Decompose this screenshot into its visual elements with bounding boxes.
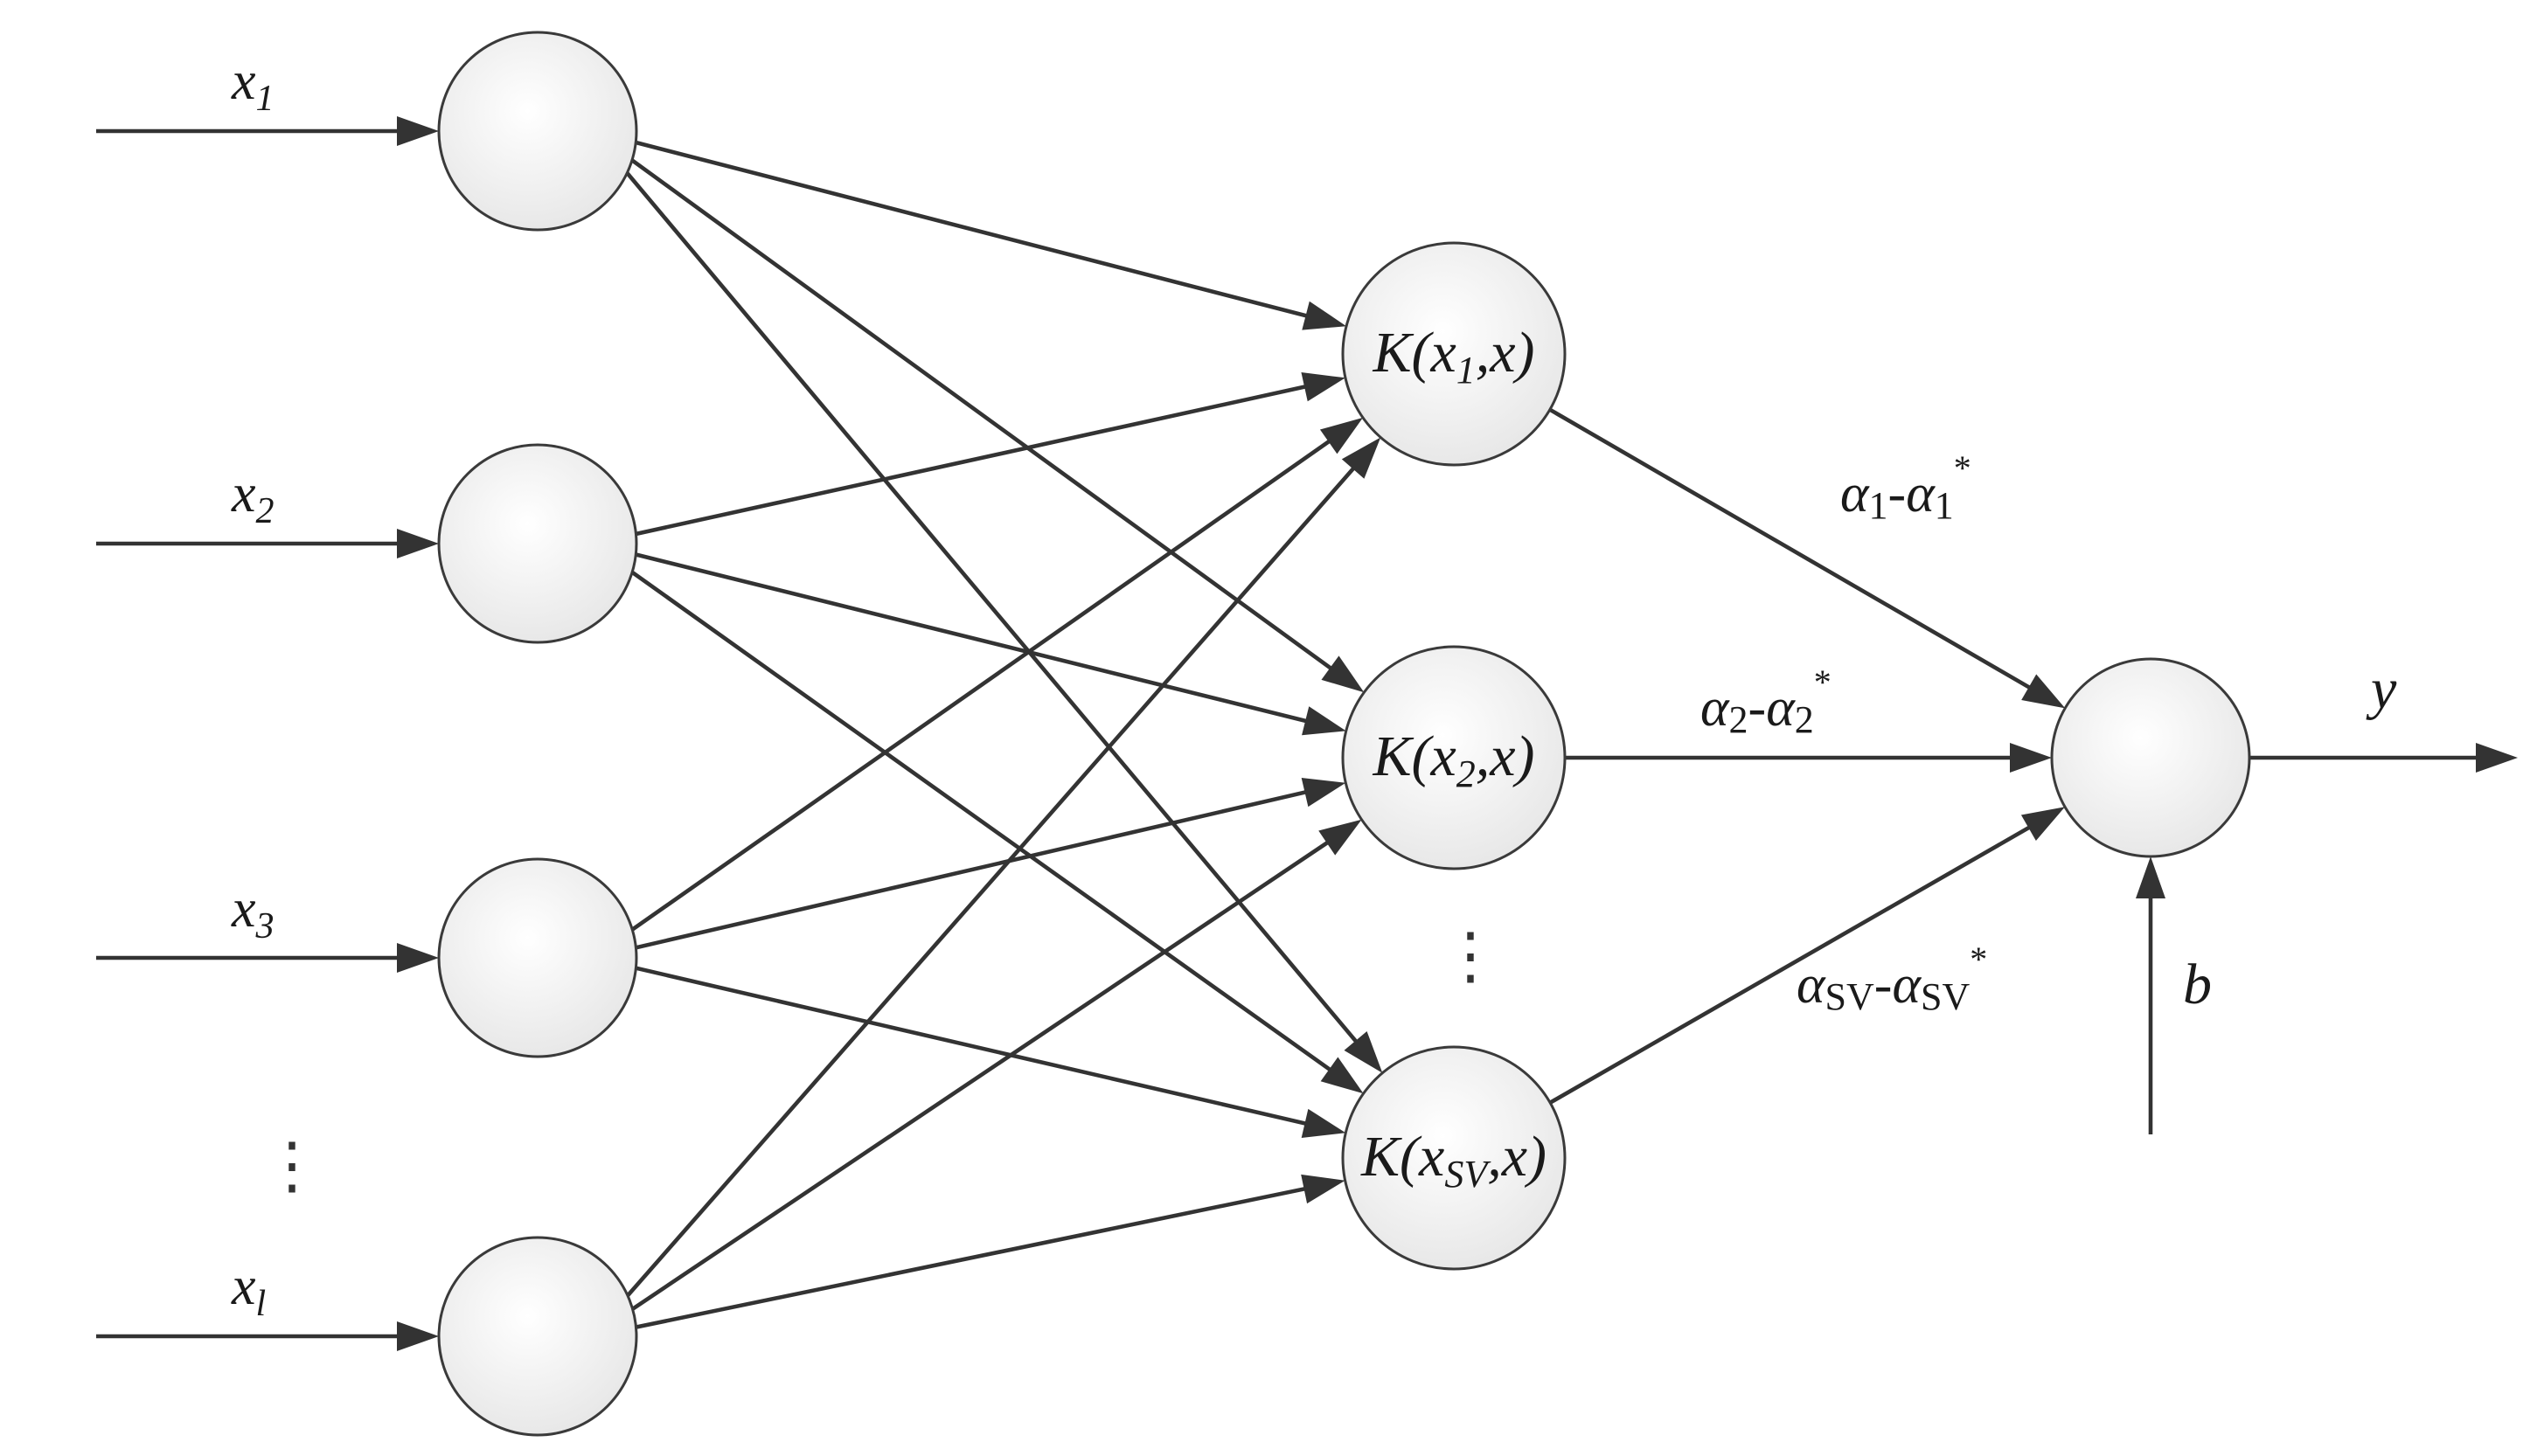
edge-input-1-kernel-3 — [590, 129, 1380, 1070]
edge-input-3-kernel-3 — [591, 955, 1340, 1134]
kernel-node-2 — [1341, 645, 1567, 870]
kernel-label-sv: K(xSV,x) — [1360, 1125, 1547, 1196]
input-layer — [437, 31, 638, 1437]
weight-label-2: α2-α2* — [1700, 662, 1832, 741]
edge-input-1-kernel-1 — [591, 128, 1340, 327]
input-node-l — [437, 1236, 638, 1437]
kernel-label-2: K(x2,x) — [1372, 725, 1534, 795]
edge-input-2-kernel-3 — [590, 542, 1359, 1092]
arrowhead-input-1-kernel-2 — [1321, 655, 1365, 693]
input-label-x3: x3 — [231, 879, 275, 946]
kernel-ellipsis: ⋮ — [1439, 921, 1502, 991]
edge-input-4-kernel-2 — [590, 822, 1358, 1338]
kernel-label-1: K(x1,x) — [1372, 321, 1534, 392]
edge-input-4-kernel-1 — [590, 440, 1378, 1338]
arrowhead-input-3-kernel-2 — [1301, 778, 1346, 808]
arrowhead-input-1-kernel-1 — [1302, 301, 1347, 330]
input-arrowhead-4 — [397, 1321, 439, 1351]
kernel-node-sv — [1341, 1045, 1567, 1271]
arrowhead-input-2-kernel-1 — [1301, 372, 1345, 402]
arrowhead-input-2-kernel-2 — [1302, 706, 1346, 736]
kernel-node-1 — [1341, 241, 1567, 467]
output-label-y: y — [2366, 657, 2397, 721]
bias-label-b: b — [2183, 953, 2212, 1016]
arrowhead-input-4-kernel-3 — [1301, 1174, 1345, 1204]
weight-label-1: α1-α1* — [1840, 448, 1971, 527]
input-label-xl: xl — [231, 1257, 266, 1324]
input-node-2 — [437, 443, 638, 644]
input-labels: x1 x2 x3 xl — [231, 52, 275, 1324]
input-arrowhead-3 — [397, 943, 439, 973]
arrowhead-kernel-3-output — [2020, 807, 2066, 841]
input-label-x2: x2 — [231, 464, 275, 531]
arrowhead-input-1-kernel-3 — [1344, 1031, 1383, 1073]
weight-label-sv: αSV-αSV* — [1797, 939, 1987, 1018]
edge-input-2-kernel-2 — [591, 541, 1340, 731]
output-arrowhead — [2476, 743, 2518, 773]
arrowhead-input-4-kernel-2 — [1318, 819, 1362, 856]
input-to-kernel-connections — [590, 128, 1380, 1339]
kernel-layer — [1341, 241, 1567, 1271]
edge-kernel-1-output — [1548, 407, 2061, 707]
arrowhead-input-3-kernel-3 — [1301, 1108, 1346, 1138]
kernel-to-output-connections — [1548, 407, 2061, 1105]
edge-input-2-kernel-1 — [591, 377, 1339, 546]
edge-input-3-kernel-2 — [591, 782, 1340, 960]
weight-labels: α1-α1* α2-α2* αSV-αSV* — [1700, 448, 1987, 1018]
output-node — [2050, 657, 2251, 858]
edge-input-4-kernel-3 — [591, 1180, 1339, 1339]
arrowhead-input-3-kernel-1 — [1319, 417, 1364, 454]
input-arrowhead-1 — [397, 116, 439, 146]
input-node-1 — [437, 31, 638, 232]
edge-input-1-kernel-2 — [590, 129, 1360, 690]
arrowhead-kernel-2-output — [2010, 743, 2052, 773]
input-arrowhead-2 — [397, 529, 439, 558]
arrowhead-kernel-1-output — [2021, 674, 2066, 709]
input-ellipsis: ⋮ — [261, 1131, 323, 1201]
arrowhead-input-2-kernel-3 — [1320, 1057, 1364, 1094]
arrowheads — [397, 116, 2518, 1351]
edge-kernel-3-output — [1548, 808, 2061, 1105]
edge-input-3-kernel-1 — [590, 419, 1359, 960]
input-label-x1: x1 — [231, 52, 275, 119]
arrowhead-input-4-kernel-1 — [1341, 437, 1381, 479]
input-node-3 — [437, 857, 638, 1058]
bias-arrowhead — [2136, 856, 2165, 898]
io-arrows — [96, 128, 2483, 1339]
kernel-labels: K(x1,x) K(x2,x) K(xSV,x) — [1360, 321, 1547, 1196]
